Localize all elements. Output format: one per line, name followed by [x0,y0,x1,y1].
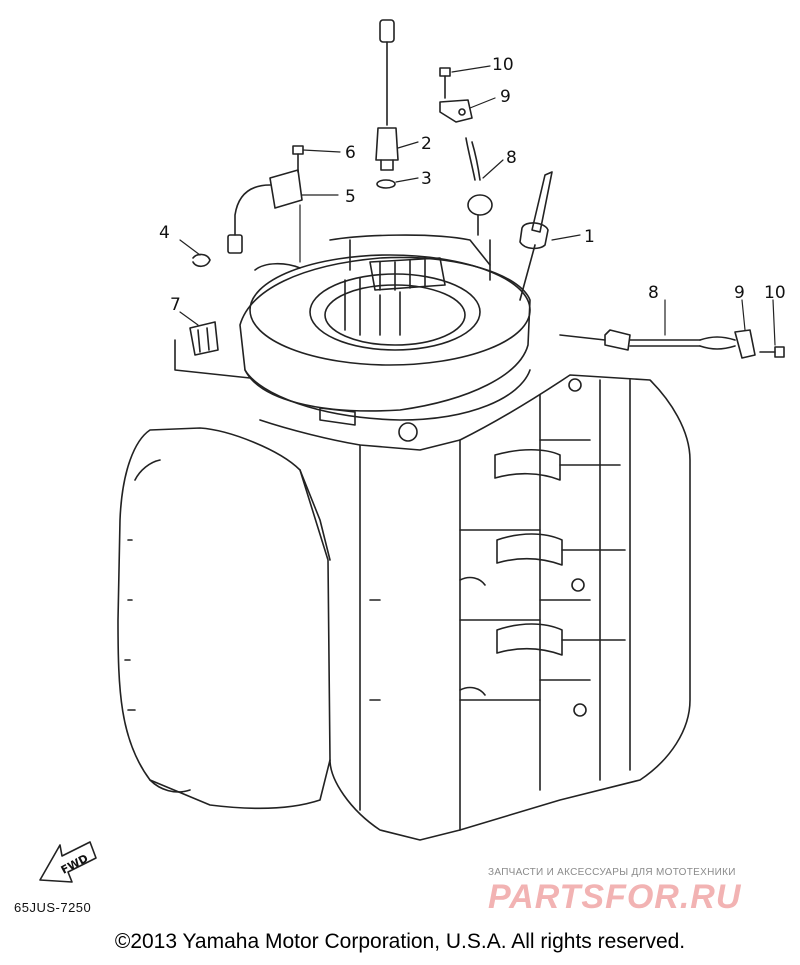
part-6-bolt [292,145,304,173]
part-8-upper-lead [465,137,493,236]
callout-8-upper: 8 [506,148,517,168]
part-9-right-bracket [734,329,756,359]
callout-3: 3 [421,169,432,189]
leader-lines [179,65,776,346]
part-5-sensor [227,169,303,254]
callout-9-right: 9 [734,283,745,303]
callout-1: 1 [584,227,595,247]
part-3-washer [376,179,396,189]
callout-10-upper: 10 [492,55,514,75]
diagram-code: 65JUS-7250 [14,900,92,915]
callout-6: 6 [345,143,356,163]
stator-assembly [344,257,446,336]
part-8-right-lead [559,329,736,351]
callout-2: 2 [421,134,432,154]
callout-8-right: 8 [648,283,659,303]
copyright-notice: ©2013 Yamaha Motor Corporation, U.S.A. A… [114,930,686,953]
callout-10-right: 10 [764,283,786,303]
callout-4: 4 [159,223,170,243]
watermark-logo: PARTSFOR.RU [488,878,742,916]
part-2-switch [375,19,399,171]
engine-block [259,374,691,841]
part-7-holder [174,321,251,379]
part-1-sensor [519,171,553,301]
part-10-right-bolt [759,346,785,358]
flywheel-cover [239,234,531,442]
engine-left-cover [117,427,331,810]
part-10-upper-bolt [439,67,451,99]
watermark-subtitle: ЗАПЧАСТИ И АКСЕССУАРЫ ДЛЯ МОТОТЕХНИКИ [488,867,736,878]
callout-7: 7 [170,295,181,315]
part-4-clip [192,253,211,268]
callout-5: 5 [345,187,356,207]
part-9-upper-bracket [439,99,473,123]
callout-9-upper: 9 [500,87,511,107]
fwd-arrow-icon [39,841,97,883]
